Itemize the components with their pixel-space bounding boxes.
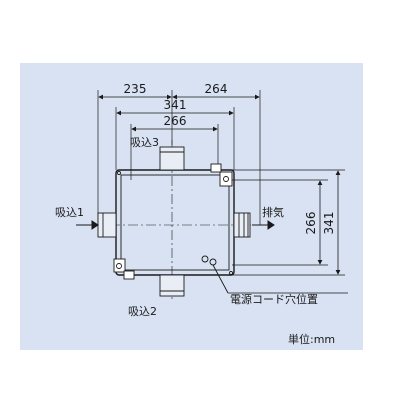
box-body (115, 169, 235, 276)
dimension-266-top: 266 (164, 114, 187, 128)
cord-hole-label: 電源コード穴位置 (230, 292, 318, 306)
extension-lines (97, 90, 345, 276)
dimension-264: 264 (205, 82, 228, 96)
mounting-brackets (113, 163, 233, 280)
horizontal-dimension-lines (98, 94, 260, 132)
intake2-duct (159, 274, 185, 297)
exhaust-duct (233, 212, 251, 238)
unit-label: 単位:mm (288, 332, 335, 346)
dimension-235: 235 (124, 82, 147, 96)
dimension-341-top: 341 (164, 98, 187, 112)
intake3-label: 吸込3 (130, 136, 159, 149)
cord-hole-icon (201, 255, 229, 294)
intake2-label: 吸込2 (128, 305, 157, 318)
dimension-266-right: 266 (304, 212, 318, 235)
dimension-341-right: 341 (322, 212, 336, 235)
intake1-duct (97, 212, 117, 238)
intake3-duct (159, 146, 185, 171)
exhaust-label: 排気 (262, 205, 284, 219)
flow-arrows (76, 220, 275, 230)
vertical-dimension-lines (317, 170, 341, 275)
intake1-label: 吸込1 (55, 206, 84, 219)
